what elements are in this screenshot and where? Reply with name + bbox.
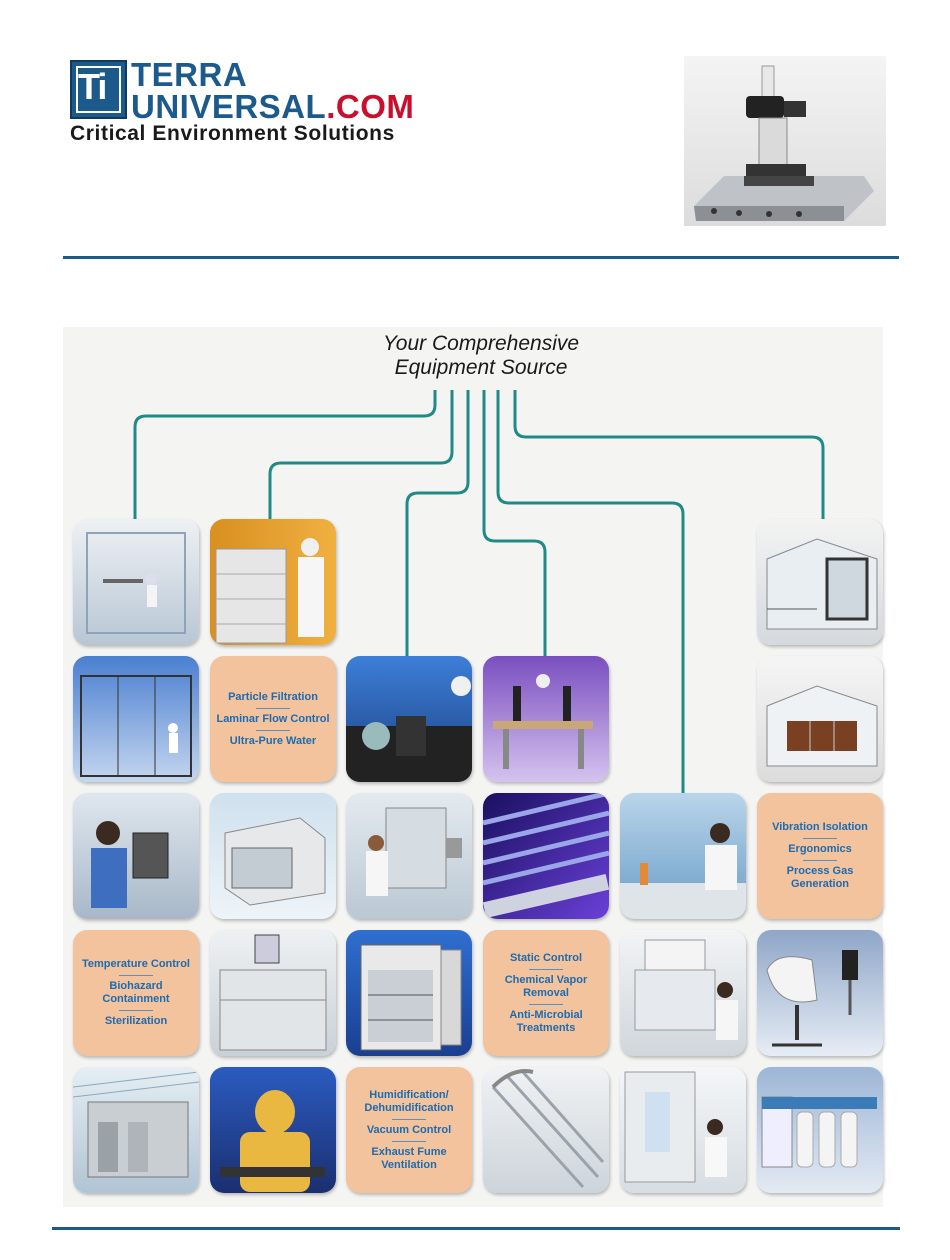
softwall-cleanroom-photo bbox=[73, 519, 199, 645]
cleanroom-chair-photo bbox=[757, 930, 883, 1056]
microscope-workstation-photo bbox=[483, 656, 609, 782]
terra-universal-logo-icon: Ti bbox=[70, 60, 127, 119]
header-divider bbox=[63, 256, 899, 259]
modular-cleanroom-photo bbox=[73, 656, 199, 782]
hardwall-cleanroom-photo bbox=[73, 1067, 199, 1193]
headline: Your Comprehensive Equipment Source bbox=[333, 332, 629, 380]
connector-4 bbox=[482, 390, 547, 656]
connector-1 bbox=[133, 390, 437, 519]
logo-line2: UNIVERSAL.COM bbox=[131, 88, 414, 126]
isolation-glovebox-photo bbox=[346, 793, 472, 919]
ionizing-bar-photo bbox=[483, 793, 609, 919]
tile-divider bbox=[529, 1003, 563, 1005]
tile-item: Chemical Vapor Removal bbox=[504, 973, 588, 999]
text-tile-temperature: Temperature Control Biohazard Containmen… bbox=[73, 930, 199, 1056]
tile-item: Vibration Isolation bbox=[772, 821, 868, 833]
text-tile-vibration: Vibration Isolation Ergonomics Process G… bbox=[757, 793, 883, 919]
tile-divider bbox=[119, 1010, 153, 1011]
logo-tagline: Critical Environment Solutions bbox=[70, 122, 395, 145]
vacuum-chamber-photo bbox=[210, 930, 336, 1056]
tile-item: Particle Filtration bbox=[228, 690, 318, 703]
incubator-photo bbox=[346, 930, 472, 1056]
tile-divider bbox=[119, 975, 153, 976]
connector-2 bbox=[268, 390, 454, 519]
tile-divider bbox=[803, 860, 837, 861]
equipment-panel bbox=[63, 327, 883, 1207]
footer-divider bbox=[52, 1227, 900, 1230]
gowned-technician-photo bbox=[210, 1067, 336, 1193]
microscope-photo bbox=[684, 56, 886, 226]
text-tile-humidification: Humidification/ Dehumidification Vacuum … bbox=[346, 1067, 472, 1193]
acrylic-enclosure-photo bbox=[757, 519, 883, 645]
tile-item: Anti-Microbial Treatments bbox=[509, 1008, 583, 1034]
tile-item: Vacuum Control bbox=[366, 1123, 452, 1136]
logo-line2-main: UNIVERSAL bbox=[131, 88, 327, 125]
passthrough-chamber-photo bbox=[73, 793, 199, 919]
desiccator-box-photo bbox=[210, 793, 336, 919]
connector-3 bbox=[405, 390, 470, 656]
tile-item: Process Gas Generation bbox=[786, 865, 854, 890]
tile-item: Static Control bbox=[509, 951, 583, 964]
logo-mark-text: Ti bbox=[78, 66, 107, 107]
headline-line2: Equipment Source bbox=[394, 356, 568, 379]
connector-5 bbox=[496, 390, 685, 793]
tile-item: Exhaust Fume Ventilation bbox=[371, 1145, 447, 1171]
tile-divider bbox=[256, 707, 290, 709]
tile-divider bbox=[529, 968, 563, 970]
desiccator-cabinet-photo bbox=[210, 519, 336, 645]
gowning-station-photo bbox=[620, 1067, 746, 1193]
glovebox-photo bbox=[346, 656, 472, 782]
text-tile-filtration: Particle Filtration Laminar Flow Control… bbox=[210, 656, 336, 782]
logo-line2-suffix: .COM bbox=[326, 88, 415, 125]
wire-rack-photo bbox=[483, 1067, 609, 1193]
tile-item: Humidification/ Dehumidification bbox=[364, 1088, 454, 1114]
water-filtration-photo bbox=[757, 1067, 883, 1193]
tile-item: Laminar Flow Control bbox=[216, 712, 330, 725]
tile-item: Sterilization bbox=[104, 1015, 168, 1027]
text-tile-static: Static Control Chemical Vapor Removal An… bbox=[483, 930, 609, 1056]
headline-line1: Your Comprehensive bbox=[382, 332, 580, 355]
tile-item: Biohazard Containment bbox=[102, 980, 170, 1005]
tile-divider bbox=[392, 1118, 426, 1120]
laminar-flow-hood-photo bbox=[620, 793, 746, 919]
wafer-handling-enclosure-photo bbox=[757, 656, 883, 782]
tile-divider bbox=[803, 838, 837, 839]
tile-item: Temperature Control bbox=[82, 958, 190, 970]
fume-hood-photo bbox=[620, 930, 746, 1056]
tile-divider bbox=[392, 1140, 426, 1142]
tile-item: Ergonomics bbox=[788, 843, 852, 855]
logo-line1: TERRA bbox=[131, 56, 248, 93]
connector-6 bbox=[513, 390, 825, 519]
tile-divider bbox=[256, 729, 290, 731]
tile-item: Ultra-Pure Water bbox=[229, 734, 317, 747]
